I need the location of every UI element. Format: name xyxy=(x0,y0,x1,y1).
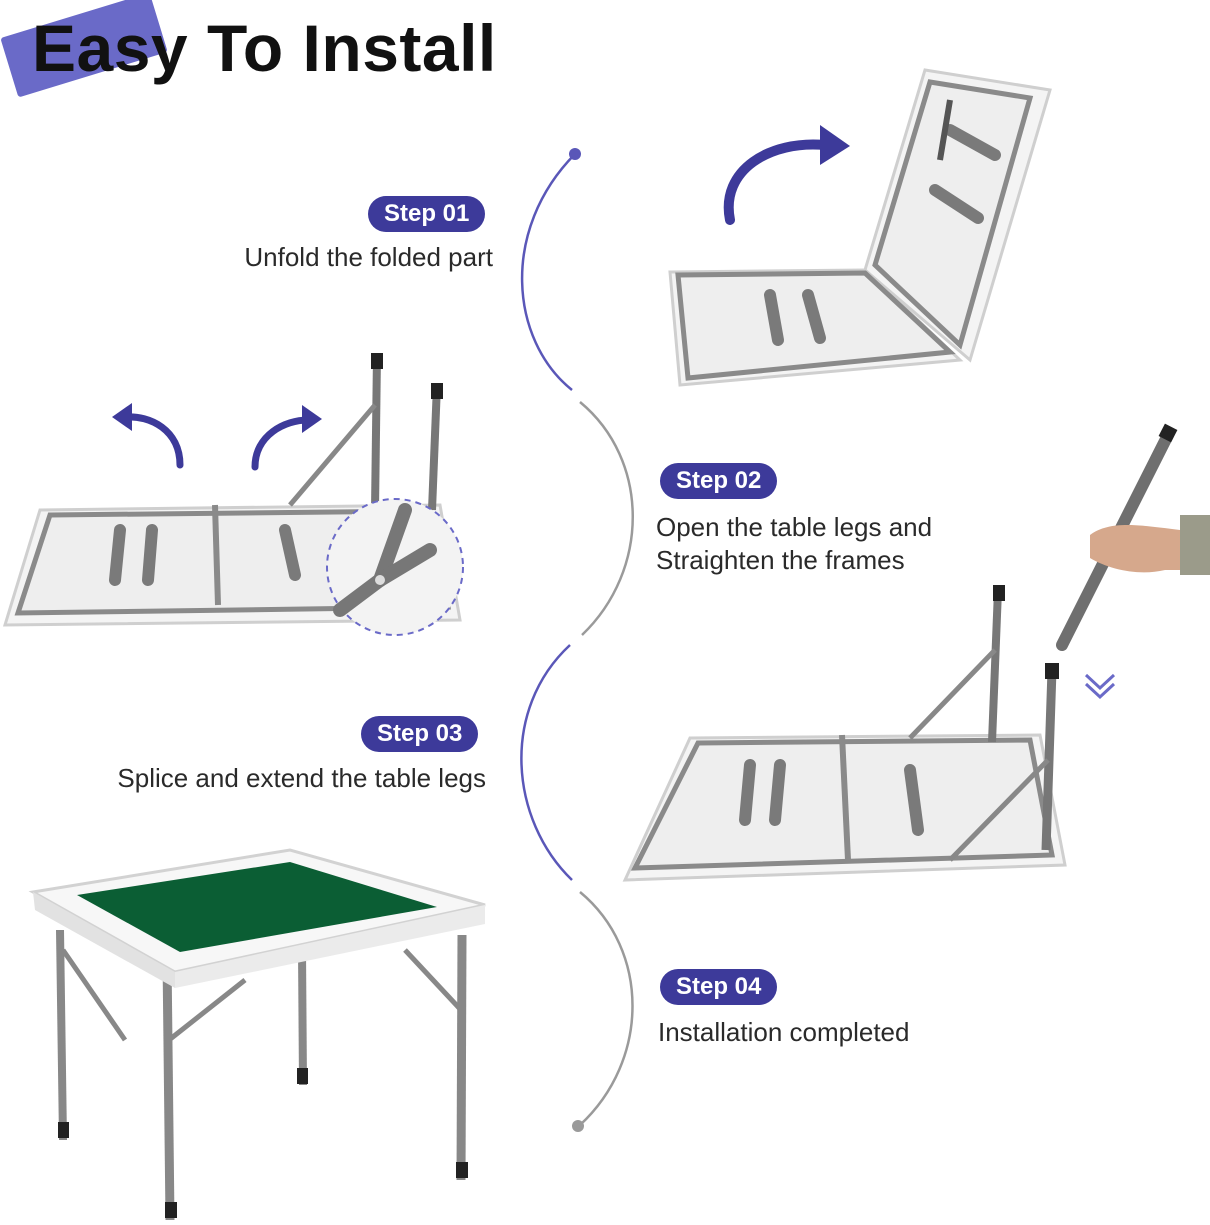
folded-leg xyxy=(802,289,826,344)
step-03-caption-line: Splice and extend the table legs xyxy=(117,763,486,793)
leg-brace xyxy=(60,948,128,1042)
folded-leg xyxy=(944,124,1001,161)
step-04-caption: Installation completed xyxy=(658,1016,909,1049)
folded-leg xyxy=(904,764,924,836)
timeline-segment xyxy=(520,153,576,391)
folded-leg xyxy=(142,524,158,586)
arrow-head-icon xyxy=(302,405,322,433)
table-leg xyxy=(162,957,175,1221)
step-03-badge: Step 03 xyxy=(361,716,479,752)
leg-brace xyxy=(948,758,1050,862)
step-01-caption: Unfold the folded part xyxy=(244,241,493,274)
timeline-segment xyxy=(579,401,634,636)
tabletop-edge xyxy=(33,892,175,988)
step-03-illustration xyxy=(622,423,1210,882)
folded-leg xyxy=(279,524,301,581)
leg-foot-cap xyxy=(431,383,443,399)
folded-leg xyxy=(929,184,984,224)
timeline-connector xyxy=(520,148,634,1132)
upright-leg xyxy=(988,589,1002,743)
leg-tip xyxy=(937,99,953,161)
leg-brace xyxy=(908,648,997,740)
leg-extension-cap xyxy=(1158,423,1178,443)
hinge-pivot xyxy=(375,575,385,585)
folded-leg xyxy=(739,759,756,826)
timeline-segment xyxy=(520,644,573,881)
leg-brace xyxy=(167,978,247,1042)
leg-brace xyxy=(288,403,377,507)
leg-brace xyxy=(403,948,463,1012)
page-header: Easy To Install xyxy=(0,0,560,100)
timeline-end-dot xyxy=(572,1120,584,1132)
down-arrow-icon xyxy=(1084,682,1116,700)
step-02-badge: Step 02 xyxy=(660,463,778,499)
open-arrow-left xyxy=(121,413,184,469)
leg-foot-cap xyxy=(297,1068,308,1084)
step-04-illustration xyxy=(28,848,486,1221)
step-03-caption: Splice and extend the table legs xyxy=(117,762,486,795)
arrow-head-icon xyxy=(820,125,850,165)
center-rail xyxy=(212,504,221,606)
center-rail xyxy=(839,734,851,861)
table-leg xyxy=(298,949,307,1086)
step-04-caption-line: Installation completed xyxy=(658,1017,910,1047)
folded-leg xyxy=(764,289,784,346)
leg-foot-cap xyxy=(58,1122,69,1138)
step-01-illustration xyxy=(668,68,1052,387)
step-02-illustration xyxy=(2,353,464,636)
step-02-caption-line: Straighten the frames xyxy=(656,545,905,575)
tabletop-edge xyxy=(175,905,485,988)
table-leg xyxy=(56,929,67,1141)
folded-leg xyxy=(769,759,786,826)
step-02-caption-line: Open the table legs and xyxy=(656,512,933,542)
step-02-caption: Open the table legs and Straighten the f… xyxy=(656,511,932,577)
green-felt-surface xyxy=(77,862,437,952)
hinge-bar xyxy=(373,543,437,587)
leg-foot-cap xyxy=(165,1202,177,1218)
step-04-badge: Step 04 xyxy=(660,969,778,1005)
unfold-arrow xyxy=(723,139,830,225)
hinge-bar xyxy=(373,503,412,587)
arrow-head-icon xyxy=(112,403,132,431)
leg-foot-cap xyxy=(456,1162,468,1178)
sleeve xyxy=(1180,515,1210,575)
upright-leg-short xyxy=(1041,669,1057,851)
leg-foot-cap xyxy=(993,585,1005,601)
hinge-bar xyxy=(333,573,387,617)
timeline-segment xyxy=(579,891,634,1126)
step-01-caption-line: Unfold the folded part xyxy=(244,242,493,272)
upright-leg xyxy=(371,354,381,511)
open-arrow-right xyxy=(251,416,312,471)
leg-socket xyxy=(1045,663,1059,679)
folded-leg xyxy=(109,524,126,586)
step-01-badge: Step 01 xyxy=(368,196,486,232)
page-title: Easy To Install xyxy=(32,11,497,85)
upright-leg xyxy=(428,384,441,511)
table-leg xyxy=(456,934,467,1181)
leg-foot-cap xyxy=(371,353,383,369)
down-arrow-icon xyxy=(1084,673,1116,691)
